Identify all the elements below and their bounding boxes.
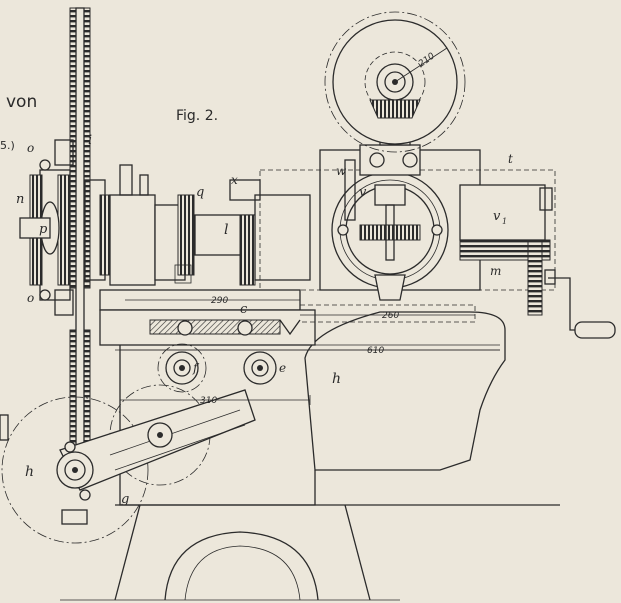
label-m: m [490,264,501,278]
label-x: x [231,173,238,187]
label-g: g [121,492,129,507]
label-f: f [192,361,200,375]
label-q: q [196,185,204,200]
partial-margin-note: 5.) [0,139,15,152]
dimension-260: 260 [382,311,399,321]
label-l: l [224,222,228,238]
dimension-310: 310 [200,396,217,406]
dimension-lines [119,299,500,405]
main-gear-wheel [69,7,91,471]
label-e: e [279,361,286,375]
partial-word-von: von [6,92,37,112]
label-v1: v [493,209,501,224]
swing-arm [0,384,256,544]
label-t: t [508,152,513,166]
label-w: w [336,164,347,178]
label-c: c [240,302,248,317]
label-o-bottom: o [27,291,34,305]
machine-bed [99,289,500,346]
label-p: p [39,222,48,237]
label-h-right: h [332,371,341,387]
label-n: n [16,192,24,207]
dimension-290: 290 [211,296,228,306]
spindle-housing [109,164,311,286]
figure-caption: Fig. 2. [176,108,218,124]
label-v1-subscript: 1 [502,217,507,226]
shaft-bosses [157,343,277,393]
label-o-top: o [27,141,34,155]
label-i: i [88,133,92,148]
bevel-gear-assembly-left [19,139,115,316]
top-bevel-gear [324,11,466,153]
crank-handle [527,239,616,339]
label-v: v [359,185,367,200]
label-h-left: h [25,464,34,480]
dimension-610: 610 [367,346,384,356]
